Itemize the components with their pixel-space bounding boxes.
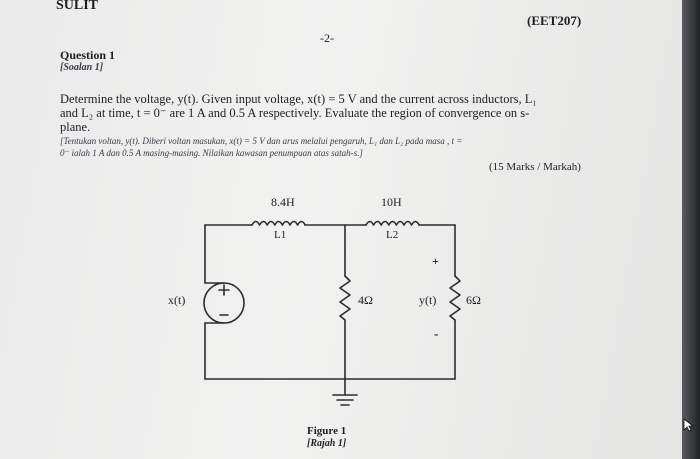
output-plus-sign: +: [432, 254, 439, 268]
resistor-4ohm: [339, 275, 351, 321]
document-page: SULIT (EET207) -2- Question 1 [Soalan 1]…: [0, 0, 682, 459]
source-label: x(t): [168, 293, 186, 307]
question-line-1: Determine the voltage, y(t). Given input…: [60, 92, 537, 106]
r2-label: 6Ω: [466, 293, 481, 307]
figure-caption-malay: [Rajah 1]: [307, 438, 347, 449]
question-line-3: plane.: [60, 120, 91, 134]
resistor-6ohm: [449, 275, 461, 321]
output-label: y(t): [419, 293, 437, 307]
l1-value: 8.4H: [271, 195, 295, 209]
mouse-cursor-icon: [683, 418, 695, 432]
malay-line-2: 0⁻ ialah 1 A dan 0.5 A masing-masing. Ni…: [60, 148, 363, 158]
r1-label: 4Ω: [358, 293, 373, 307]
course-code: (EET207): [527, 13, 582, 28]
question-title-malay: [Soalan 1]: [60, 62, 104, 73]
circuit-diagram: [0, 0, 682, 459]
l1-label: L1: [274, 229, 287, 241]
source-plus-sign: [218, 284, 230, 296]
question-title: Question 1: [60, 48, 116, 62]
figure-caption: Figure 1: [307, 425, 347, 437]
l2-value: 10H: [381, 195, 402, 209]
l2-label: L2: [386, 229, 399, 241]
question-line-2: and L₂ at time, t = 0⁻ are 1 A and 0.5 A…: [60, 106, 530, 120]
inductor-l1: [251, 220, 306, 226]
malay-line-1: [Tentukan voltan, y(t). Diberi voltan ma…: [60, 136, 463, 146]
marks-label: (15 Marks / Markah): [489, 161, 581, 173]
sulit-label: SULIT: [56, 0, 99, 13]
page-number: -2-: [320, 31, 334, 45]
page-edge-shadow: [682, 0, 700, 459]
inductor-l2: [365, 220, 420, 226]
output-minus-sign: -: [434, 326, 439, 341]
source-lead: [204, 282, 225, 324]
